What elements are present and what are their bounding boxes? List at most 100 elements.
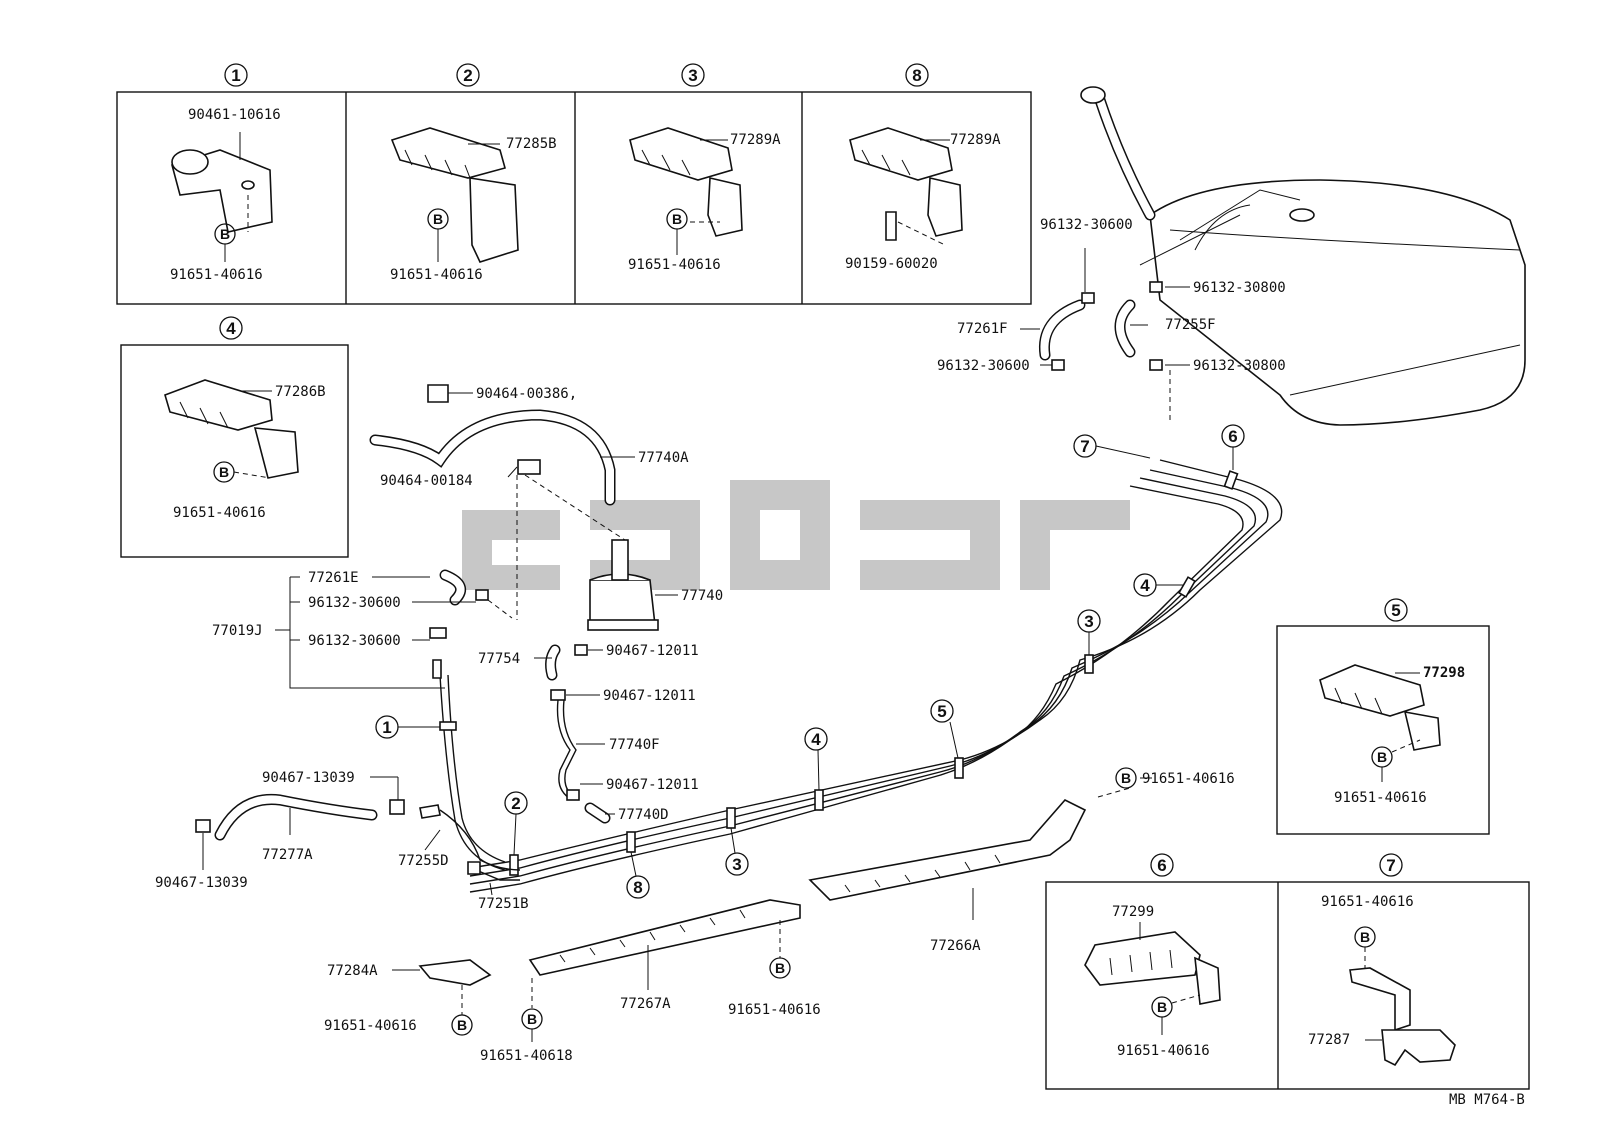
label-77284A: 77284A <box>327 963 378 979</box>
label-90467-13039-a: 90467-13039 <box>262 770 355 786</box>
label-77267A: 77267A <box>620 996 671 1012</box>
label-77261F: 77261F <box>957 321 1008 337</box>
svg-text:B: B <box>220 226 230 242</box>
label-box5-bottom: 91651-40616 <box>1334 790 1427 806</box>
callout-box8: 8 <box>905 63 929 87</box>
box1-clamp-part: B <box>171 132 273 262</box>
label-box1-top: 90461-10616 <box>188 107 281 123</box>
label-box7-top: 91651-40616 <box>1321 894 1414 910</box>
svg-text:B: B <box>219 464 229 480</box>
svg-text:B: B <box>1377 749 1387 765</box>
label-77019J: 77019J <box>212 623 263 639</box>
label-96132-30800-a: 96132-30800 <box>1193 280 1286 296</box>
label-90467-12011-c: 90467-12011 <box>606 777 699 793</box>
detail-box-5: 5 B <box>1276 598 1490 835</box>
label-91651-40616-l: 91651-40616 <box>324 1018 417 1034</box>
label-box7-part: 77287 <box>1308 1032 1350 1048</box>
label-box3-part: 77289A <box>730 132 781 148</box>
label-77740D: 77740D <box>618 807 669 823</box>
svg-text:8: 8 <box>633 878 642 897</box>
box8-bracket-part <box>849 127 963 246</box>
svg-text:3: 3 <box>688 66 697 85</box>
label-box1-bottom: 91651-40616 <box>170 267 263 283</box>
svg-text:B: B <box>527 1011 537 1027</box>
svg-text:B: B <box>672 211 682 227</box>
label-box4-part: 77286B <box>275 384 326 400</box>
canister-small-hoses <box>534 644 615 824</box>
bolt-marker-left-mid: B <box>521 1008 543 1042</box>
label-91651-40616-main: 91651-40616 <box>1142 771 1235 787</box>
svg-text:B: B <box>1121 770 1131 786</box>
label-77255D: 77255D <box>398 853 449 869</box>
label-90467-12011-a: 90467-12011 <box>606 643 699 659</box>
filler-hose <box>195 776 441 870</box>
label-91651-40618: 91651-40618 <box>480 1048 573 1064</box>
svg-text:2: 2 <box>463 66 472 85</box>
label-box8-part: 77289A <box>950 132 1001 148</box>
svg-text:5: 5 <box>937 702 946 721</box>
charcoal-canister <box>369 384 678 631</box>
label-77740: 77740 <box>681 588 723 604</box>
svg-text:B: B <box>457 1017 467 1033</box>
label-91651-40616-m: 91651-40616 <box>728 1002 821 1018</box>
watermark-logo <box>462 480 1130 590</box>
label-box6-part: 77299 <box>1112 904 1154 920</box>
detail-box-6-7: 6 7 B B <box>1045 853 1530 1090</box>
floor-brackets <box>392 777 1152 1008</box>
callout-box1: 1 <box>224 63 248 87</box>
label-96132-30600-b: 96132-30600 <box>937 358 1030 374</box>
label-96132-30600-c: 96132-30600 <box>308 595 401 611</box>
label-90464-00386: 90464-00386, <box>476 386 577 402</box>
svg-text:7: 7 <box>1386 856 1395 875</box>
tube-callouts: 7 6 4 3 5 4 3 8 2 1 <box>375 424 1245 899</box>
label-77754: 77754 <box>478 651 520 667</box>
svg-text:B: B <box>433 211 443 227</box>
svg-text:4: 4 <box>226 319 236 338</box>
box3-bracket-part: B <box>629 127 743 255</box>
svg-text:1: 1 <box>231 66 240 85</box>
label-77740F: 77740F <box>609 737 660 753</box>
label-90467-13039-b: 90467-13039 <box>155 875 248 891</box>
diagram-code: MB M764-B <box>1449 1092 1525 1108</box>
svg-text:7: 7 <box>1080 437 1089 456</box>
svg-text:B: B <box>1157 999 1167 1015</box>
label-box2-bottom: 91651-40616 <box>390 267 483 283</box>
front-fuel-lines <box>424 809 521 896</box>
bolt-marker-main: B <box>1115 767 1137 789</box>
bolt-marker-right-mid: B <box>769 957 791 979</box>
label-box8-bottom: 90159-60020 <box>845 256 938 272</box>
label-96132-30600-a: 96132-30600 <box>1040 217 1133 233</box>
fuel-tank <box>1080 86 1526 426</box>
box2-bracket-part: B <box>390 127 519 263</box>
detail-box-4: 4 B <box>120 316 349 558</box>
svg-text:6: 6 <box>1228 427 1237 446</box>
svg-text:B: B <box>1360 929 1370 945</box>
label-box3-bottom: 91651-40616 <box>628 257 721 273</box>
svg-text:1: 1 <box>382 718 391 737</box>
svg-text:3: 3 <box>732 855 741 874</box>
tank-hoses <box>1020 248 1190 420</box>
label-77740A: 77740A <box>638 450 689 466</box>
svg-text:4: 4 <box>1140 576 1150 595</box>
label-box2-part: 77285B <box>506 136 557 152</box>
label-96132-30800-b: 96132-30800 <box>1193 358 1286 374</box>
callout-box3: 3 <box>681 63 705 87</box>
svg-text:2: 2 <box>511 794 520 813</box>
svg-text:5: 5 <box>1391 601 1400 620</box>
label-77277A: 77277A <box>262 847 313 863</box>
vapor-hose-group <box>275 569 513 689</box>
label-90467-12011-b: 90467-12011 <box>603 688 696 704</box>
callout-box2: 2 <box>456 63 480 87</box>
svg-text:4: 4 <box>811 730 821 749</box>
svg-text:B: B <box>775 960 785 976</box>
label-90464-00184: 90464-00184 <box>380 473 473 489</box>
detail-box-row-top <box>116 91 1032 305</box>
label-77266A: 77266A <box>930 938 981 954</box>
label-77255F: 77255F <box>1165 317 1216 333</box>
svg-text:3: 3 <box>1084 612 1093 631</box>
svg-text:6: 6 <box>1157 856 1166 875</box>
label-77251B: 77251B <box>478 896 529 912</box>
fuel-tubes <box>439 459 1283 893</box>
label-box4-bottom: 91651-40616 <box>173 505 266 521</box>
